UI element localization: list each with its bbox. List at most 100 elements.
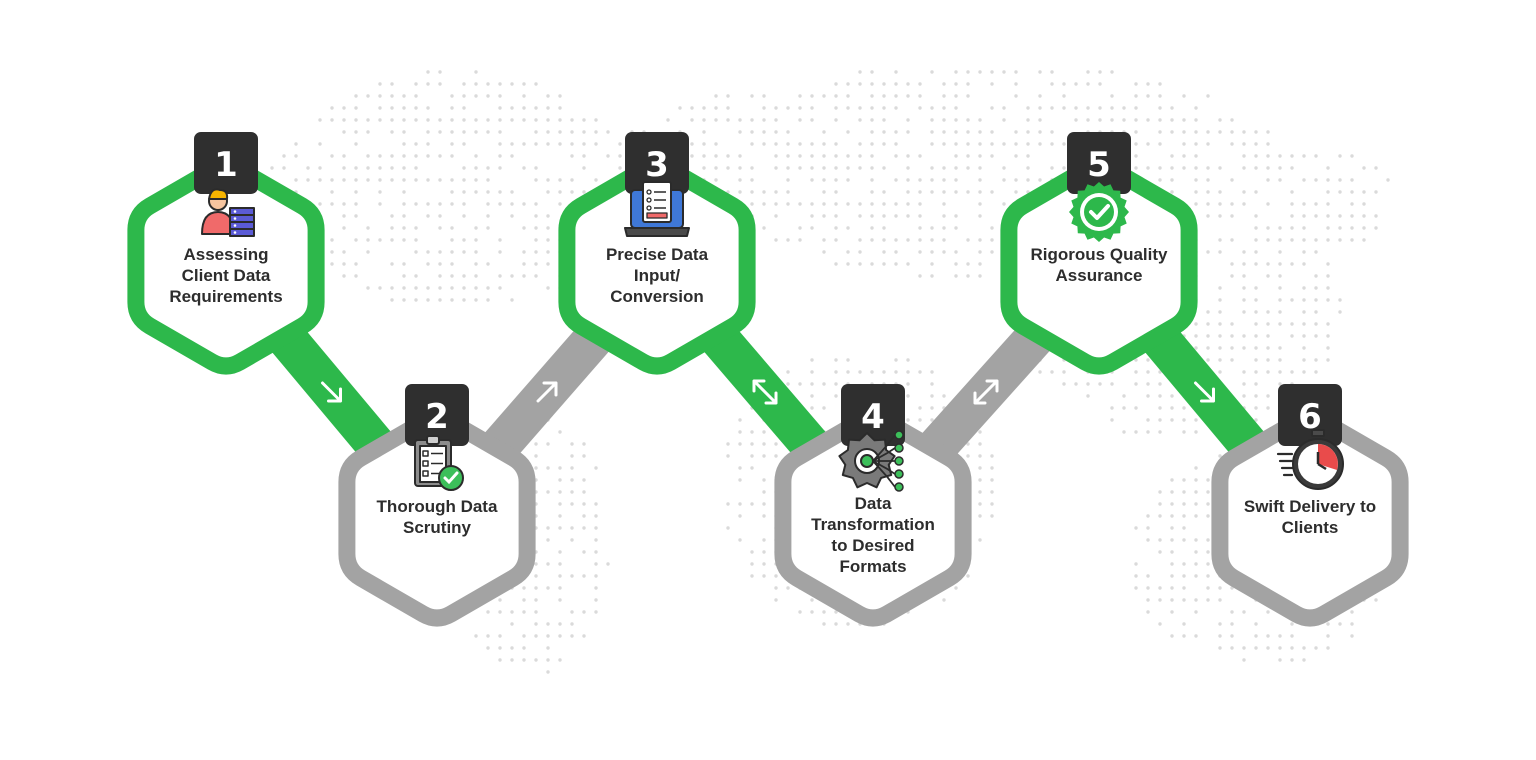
map-dot [1254, 322, 1258, 326]
map-dot [798, 226, 802, 230]
map-dot [402, 298, 406, 302]
map-dot [774, 598, 778, 602]
map-dot [426, 250, 430, 254]
map-dot [1158, 502, 1162, 506]
map-dot [834, 238, 838, 242]
map-dot [546, 178, 550, 182]
map-dot [822, 382, 826, 386]
map-dot [354, 178, 358, 182]
map-dot [450, 298, 454, 302]
map-dot [1170, 478, 1174, 482]
map-dot [462, 274, 466, 278]
map-dot [390, 94, 394, 98]
map-dot [594, 178, 598, 182]
map-dot [426, 298, 430, 302]
map-dot [1146, 514, 1150, 518]
map-dot [1302, 298, 1306, 302]
map-dot [522, 250, 526, 254]
map-dot [1194, 106, 1198, 110]
map-dot [414, 142, 418, 146]
map-dot [306, 178, 310, 182]
map-dot [1038, 370, 1042, 374]
map-dot [582, 550, 586, 554]
map-dot [342, 154, 346, 158]
map-dot [1146, 382, 1150, 386]
map-dot [1206, 334, 1210, 338]
map-dot [558, 202, 562, 206]
map-dot [990, 478, 994, 482]
laptop-document-icon [624, 181, 690, 237]
map-dot [1050, 106, 1054, 110]
map-dot [438, 82, 442, 86]
map-dot [726, 106, 730, 110]
map-dot [1146, 538, 1150, 542]
map-dot [450, 238, 454, 242]
map-dot [1314, 238, 1318, 242]
map-dot [582, 634, 586, 638]
map-dot [1278, 154, 1282, 158]
quality-badge-check-icon [1069, 182, 1129, 242]
map-dot [558, 478, 562, 482]
map-dot [1326, 178, 1330, 182]
map-dot [858, 166, 862, 170]
map-dot [342, 202, 346, 206]
map-dot [822, 610, 826, 614]
map-dot [330, 118, 334, 122]
map-dot [738, 130, 742, 134]
map-dot [1086, 82, 1090, 86]
map-dot [570, 478, 574, 482]
map-dot [1302, 214, 1306, 218]
map-dot [750, 550, 754, 554]
map-dot [870, 94, 874, 98]
map-dot [1074, 106, 1078, 110]
map-dot [498, 94, 502, 98]
map-dot [1134, 130, 1138, 134]
map-dot [906, 418, 910, 422]
map-dot [762, 226, 766, 230]
map-dot [1110, 106, 1114, 110]
map-dot [774, 130, 778, 134]
map-dot [426, 262, 430, 266]
map-dot [978, 166, 982, 170]
map-dot [1146, 358, 1150, 362]
map-dot [846, 358, 850, 362]
map-dot [330, 154, 334, 158]
map-dot [354, 118, 358, 122]
map-dot [558, 562, 562, 566]
map-dot [762, 538, 766, 542]
map-dot [1374, 166, 1378, 170]
map-dot [486, 226, 490, 230]
map-dot [522, 274, 526, 278]
map-dot [1218, 190, 1222, 194]
map-dot [966, 130, 970, 134]
map-dot [1026, 142, 1030, 146]
map-dot [354, 190, 358, 194]
step-hexagon [558, 157, 756, 375]
map-dot [1194, 346, 1198, 350]
map-dot [1194, 574, 1198, 578]
map-dot [1206, 310, 1210, 314]
map-dot [1302, 658, 1306, 662]
map-dot [918, 202, 922, 206]
map-dot [354, 202, 358, 206]
map-dot [1314, 154, 1318, 158]
map-dot [1158, 166, 1162, 170]
map-dot [1182, 430, 1186, 434]
map-dot [1254, 166, 1258, 170]
map-dot [1254, 238, 1258, 242]
map-dot [954, 166, 958, 170]
map-dot [1278, 166, 1282, 170]
map-dot [1170, 550, 1174, 554]
map-dot [1170, 634, 1174, 638]
map-dot [1338, 178, 1342, 182]
step-hexagon [774, 409, 972, 627]
map-dot [582, 190, 586, 194]
map-dot [1242, 286, 1246, 290]
map-dot [1026, 106, 1030, 110]
map-dot [1002, 70, 1006, 74]
map-dot [486, 298, 490, 302]
map-dot [810, 406, 814, 410]
map-dot [1266, 610, 1270, 614]
